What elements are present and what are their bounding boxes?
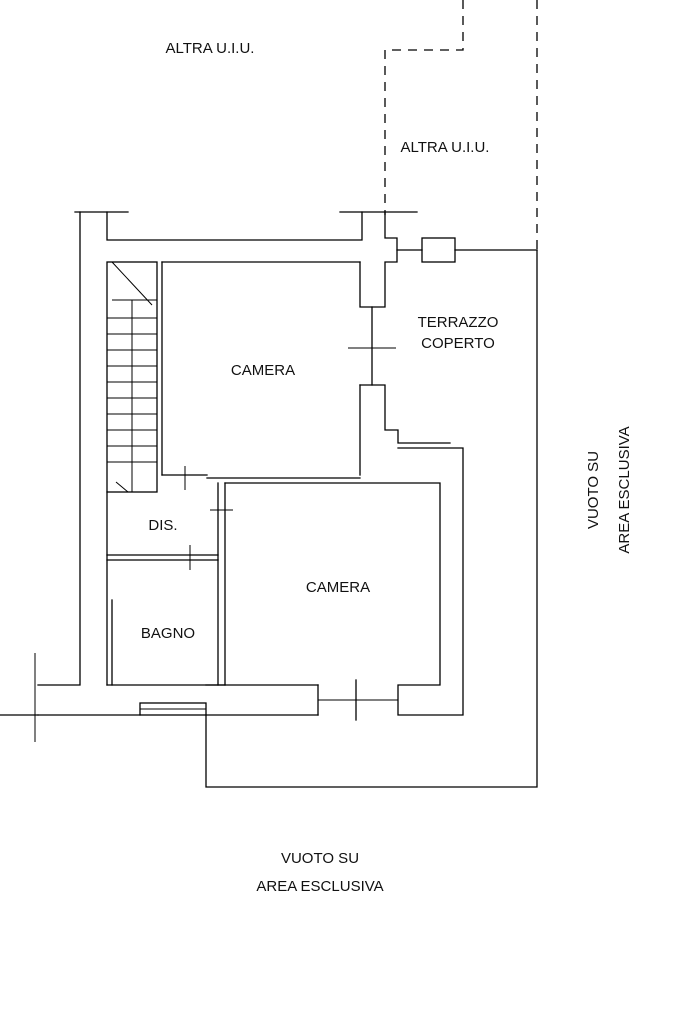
terrace-boundary — [205, 237, 538, 788]
label-vuoto-bottom-1: VUOTO SU — [281, 850, 359, 867]
label-vuoto-bottom-2: AREA ESCLUSIVA — [256, 878, 383, 895]
label-bagno: BAGNO — [141, 625, 195, 642]
label-terrazzo: TERRAZZO — [418, 314, 499, 331]
label-coperto: COPERTO — [421, 335, 495, 352]
label-camera-upper: CAMERA — [231, 362, 295, 379]
label-altra-uiu-top: ALTRA U.I.U. — [166, 40, 255, 57]
label-camera-lower: CAMERA — [306, 579, 370, 596]
terrace-column — [421, 237, 456, 263]
label-dis: DIS. — [148, 517, 177, 534]
label-vuoto-right-1: VUOTO SU — [585, 451, 602, 529]
bagno-window — [139, 702, 207, 716]
adjacent-unit-boundary — [384, 0, 538, 252]
staircase — [106, 261, 158, 493]
label-vuoto-right-2: AREA ESCLUSIVA — [616, 426, 633, 553]
interior-walls — [106, 261, 361, 686]
camera-lower-window — [318, 679, 398, 721]
terrace-door — [348, 306, 396, 386]
label-altra-uiu-right: ALTRA U.I.U. — [401, 139, 490, 156]
exterior-walls — [0, 211, 464, 742]
